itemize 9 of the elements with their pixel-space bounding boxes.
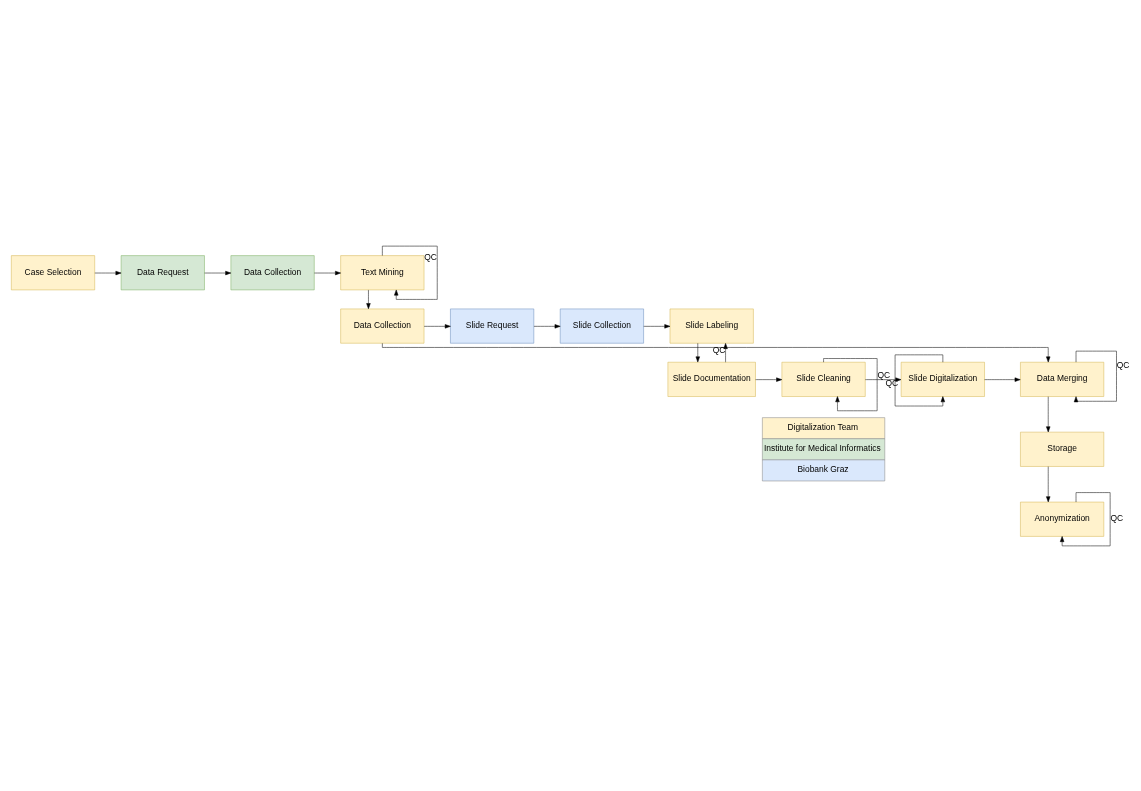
edge-label: QC bbox=[424, 251, 437, 262]
edge-label: QC bbox=[885, 377, 899, 388]
edge-label: QC bbox=[877, 369, 891, 380]
edge-label: QC bbox=[712, 344, 726, 355]
edge-label: QC bbox=[1110, 512, 1124, 523]
legend-label: Digitalization Team bbox=[787, 421, 859, 432]
edge-label: QC bbox=[1116, 359, 1130, 370]
legend-label: Institute for Medical Informatics bbox=[763, 442, 881, 453]
legend-label: Biobank Graz bbox=[797, 463, 849, 474]
